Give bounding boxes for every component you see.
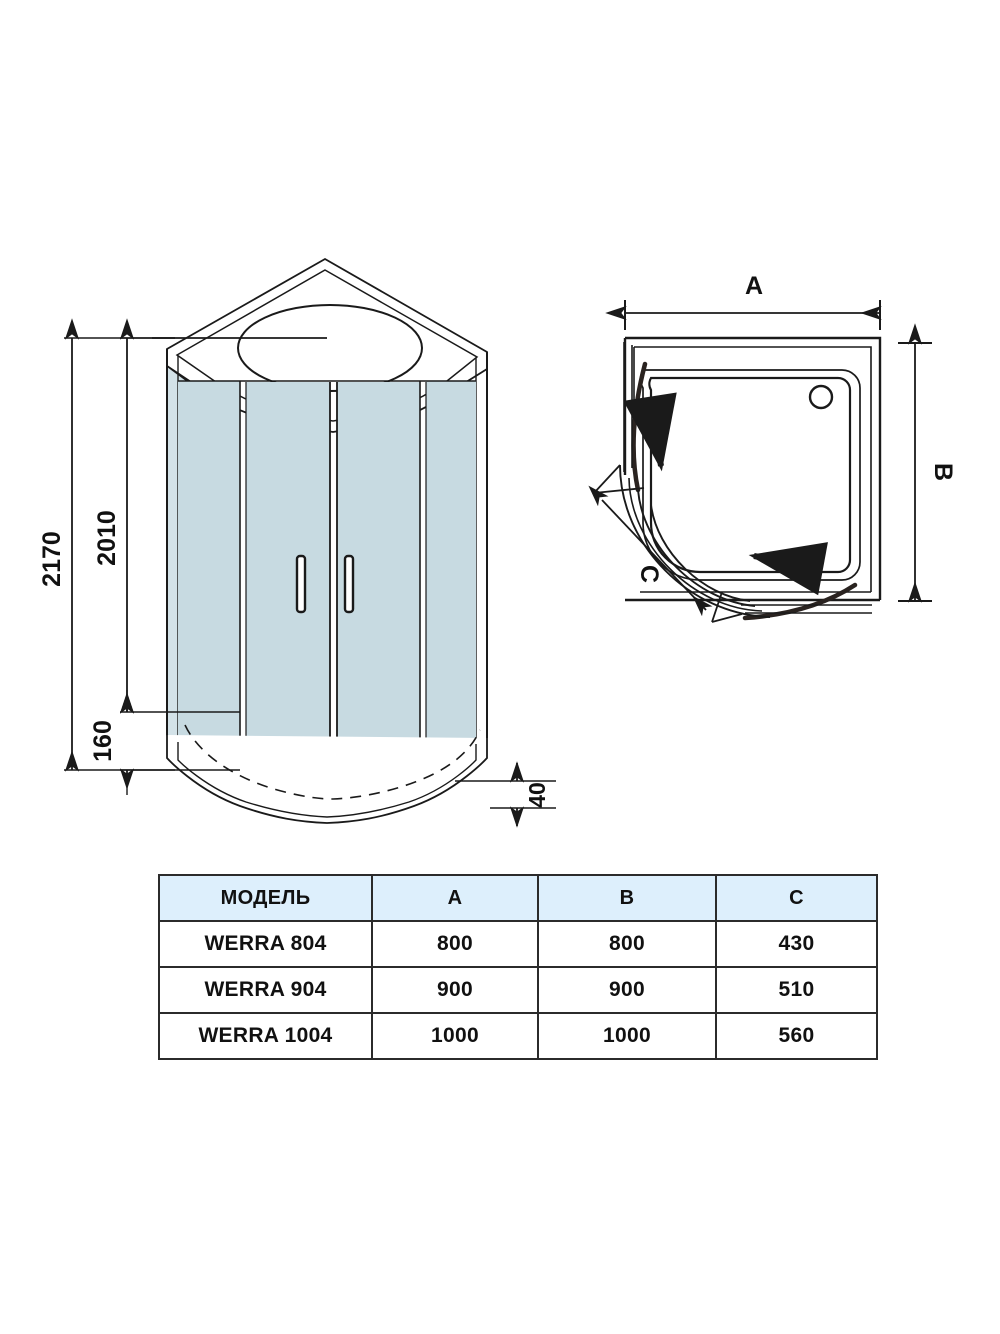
dimension-label-2170: 2170 xyxy=(38,531,66,587)
dimension-label-160: 160 xyxy=(89,720,117,762)
cell-a: 800 xyxy=(371,920,539,968)
cell-model: WERRA 904 xyxy=(158,966,373,1014)
door-motion-arrows xyxy=(623,392,828,596)
cell-b: 1000 xyxy=(537,1012,717,1060)
table-row: WERRA 1004 1000 1000 560 xyxy=(158,1012,878,1060)
dimension-2170: 2170 xyxy=(38,318,175,772)
cell-c: 510 xyxy=(715,966,878,1014)
motion-arrow-down xyxy=(623,392,677,472)
cell-a: 1000 xyxy=(371,1012,539,1060)
dimension-2010: 2010 xyxy=(93,318,240,714)
dimension-label-2010: 2010 xyxy=(93,510,121,566)
table-header-b: B xyxy=(537,874,717,922)
table-header-row: МОДЕЛЬ A B C xyxy=(158,874,878,922)
cell-c: 430 xyxy=(715,920,878,968)
cell-c: 560 xyxy=(715,1012,878,1060)
dimension-C: C xyxy=(588,464,743,623)
door-handle-right[interactable] xyxy=(343,554,355,614)
model-dimensions-table: МОДЕЛЬ A B C WERRA 804 800 800 430 WERRA… xyxy=(158,874,878,1060)
door-handle-left[interactable] xyxy=(295,554,307,614)
motion-arrow-left xyxy=(748,542,828,596)
glass-panels xyxy=(178,380,476,775)
dimension-label-A: A xyxy=(745,272,763,300)
cell-a: 900 xyxy=(371,966,539,1014)
cell-b: 900 xyxy=(537,966,717,1014)
cell-model: WERRA 804 xyxy=(158,920,373,968)
cell-model: WERRA 1004 xyxy=(158,1012,373,1060)
dimension-label-40: 40 xyxy=(524,782,550,808)
ceiling-recess-ellipse xyxy=(237,304,423,392)
table-header-a: A xyxy=(371,874,539,922)
table-header-c: C xyxy=(715,874,878,922)
isometric-enclosure-view: 2170 2010 160 40 xyxy=(38,257,556,828)
dimension-B: B xyxy=(898,323,957,603)
tray-hidden-edge xyxy=(184,724,481,800)
dimension-40: 40 xyxy=(455,761,556,828)
plan-view: A B C xyxy=(588,272,957,623)
dimension-160: 160 xyxy=(89,690,240,795)
table-row: WERRA 904 900 900 510 xyxy=(158,966,878,1014)
table-header-model: МОДЕЛЬ xyxy=(158,874,373,922)
dimension-label-B: B xyxy=(929,463,957,481)
table-row: WERRA 804 800 800 430 xyxy=(158,920,878,968)
dimension-A: A xyxy=(605,272,882,330)
cell-b: 800 xyxy=(537,920,717,968)
shower-tray-iso xyxy=(166,724,488,824)
plan-shower-tray xyxy=(639,369,861,581)
dimension-label-C: C xyxy=(635,565,663,583)
plan-outer-wall xyxy=(625,336,882,600)
drain-hole xyxy=(808,384,834,410)
